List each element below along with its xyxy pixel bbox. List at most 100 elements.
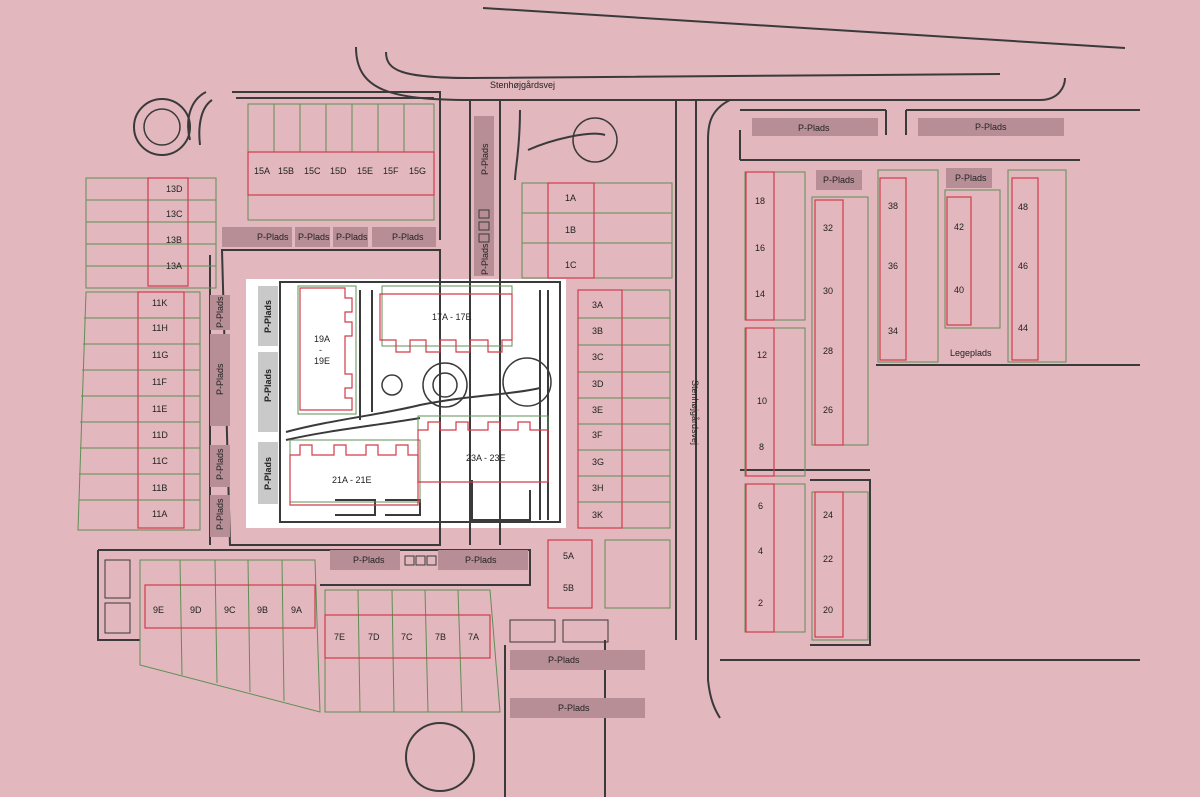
parking-label: P-Plads <box>263 300 273 333</box>
building-19 <box>299 287 353 411</box>
house-label: 32 <box>823 223 833 233</box>
house-label: 5B <box>563 583 574 593</box>
building-21 <box>289 444 419 506</box>
parking-label: P-Plads <box>215 296 225 328</box>
house-label: 1B <box>565 225 576 235</box>
house-label: 13A <box>166 261 182 271</box>
building-15 <box>247 151 435 196</box>
house-label: 16 <box>755 243 765 253</box>
house-label: 11A <box>152 509 167 519</box>
parking-label: P-Plads <box>798 123 830 133</box>
parking-15-d <box>372 227 436 247</box>
parking-15-c <box>333 227 368 247</box>
house-label: 36 <box>888 261 898 271</box>
house-label: 11D <box>152 430 168 440</box>
parking-label: P-Plads <box>558 703 590 713</box>
house-label: 3A <box>592 300 603 310</box>
building-13 <box>147 177 189 287</box>
parking-label: P-Plads <box>392 232 424 242</box>
house-label: 11K <box>152 298 167 308</box>
house-label: 40 <box>954 285 964 295</box>
building-19-label-top: 19A <box>314 334 330 344</box>
parking-south-b <box>510 698 645 718</box>
building-9 <box>144 584 316 629</box>
parking-label: P-Plads <box>215 363 225 395</box>
parking-central-a <box>258 286 278 346</box>
parking-label: P-Plads <box>548 655 580 665</box>
house-label: 13C <box>166 209 183 219</box>
house-label: 46 <box>1018 261 1028 271</box>
house-label: 7E <box>334 632 345 642</box>
parking-11-c <box>210 445 230 487</box>
parking-label: P-Plads <box>215 448 225 480</box>
parking-right-d <box>946 168 992 188</box>
house-label: 4 <box>758 546 763 556</box>
house-label: 15B <box>278 166 294 176</box>
road-network <box>97 7 1140 797</box>
parking-bottom-b <box>438 550 528 570</box>
house-label: 15G <box>409 166 426 176</box>
house-label: 11G <box>152 350 168 360</box>
house-label: 22 <box>823 554 833 564</box>
house-label: 20 <box>823 605 833 615</box>
house-label: 3H <box>592 483 604 493</box>
parking-right-c <box>816 170 862 190</box>
parking-label: P-Plads <box>215 498 225 530</box>
house-label: 42 <box>954 222 964 232</box>
parking-central-c <box>258 442 278 504</box>
house-label: 13D <box>166 184 183 194</box>
building-3 <box>577 289 623 529</box>
parking-11-b <box>210 334 230 426</box>
building-outlines <box>137 151 1039 659</box>
house-label: 18 <box>755 196 765 206</box>
building-19-label-mid: - <box>319 345 322 355</box>
house-label: 48 <box>1018 202 1028 212</box>
house-label: 15A <box>254 166 270 176</box>
house-label: 3G <box>592 457 604 467</box>
house-label: 1C <box>565 260 577 270</box>
building-5 <box>547 539 593 609</box>
parking-15-b <box>295 227 330 247</box>
house-label: 2 <box>758 598 763 608</box>
house-label: 1A <box>565 193 576 203</box>
building-17 <box>379 293 513 353</box>
parking-bottom-a <box>330 550 400 570</box>
parking-11-a <box>210 295 230 330</box>
parking-label: P-Plads <box>298 232 330 242</box>
house-label: 11F <box>152 377 167 387</box>
parking-label: P-Plads <box>480 143 490 175</box>
house-label: 30 <box>823 286 833 296</box>
house-label: 15C <box>304 166 321 176</box>
house-label: 9C <box>224 605 236 615</box>
house-label: 14 <box>755 289 765 299</box>
house-label: 10 <box>757 396 767 406</box>
street-label-top: Stenhøjgårdsvej <box>490 80 555 90</box>
house-label: 28 <box>823 346 833 356</box>
house-label: 44 <box>1018 323 1028 333</box>
bike-sheds <box>104 209 609 643</box>
parking-label: P-Plads <box>975 122 1007 132</box>
house-label: 38 <box>888 201 898 211</box>
house-label: 24 <box>823 510 833 520</box>
house-label: 15D <box>330 166 347 176</box>
house-label: 9A <box>291 605 302 615</box>
house-label: 8 <box>759 442 764 452</box>
labels: Stenhøjgårdsvej Stenhøjgårdsvej Legeplad… <box>152 80 1028 713</box>
house-label: 11H <box>152 323 168 333</box>
house-label: 7A <box>468 632 479 642</box>
house-label: 15F <box>383 166 399 176</box>
parking-right-b <box>918 118 1064 136</box>
house-label: 5A <box>563 551 574 561</box>
house-label: 3B <box>592 326 603 336</box>
building-23-label: 23A - 23E <box>466 453 506 463</box>
house-label: 7C <box>401 632 413 642</box>
house-label: 13B <box>166 235 182 245</box>
house-label: 9B <box>257 605 268 615</box>
house-label: 9D <box>190 605 202 615</box>
house-label: 34 <box>888 326 898 336</box>
street-label-vertical: Stenhøjgårdsvej <box>690 380 700 445</box>
house-label: 26 <box>823 405 833 415</box>
building-7 <box>324 614 491 659</box>
parking-label: P-Plads <box>465 555 497 565</box>
